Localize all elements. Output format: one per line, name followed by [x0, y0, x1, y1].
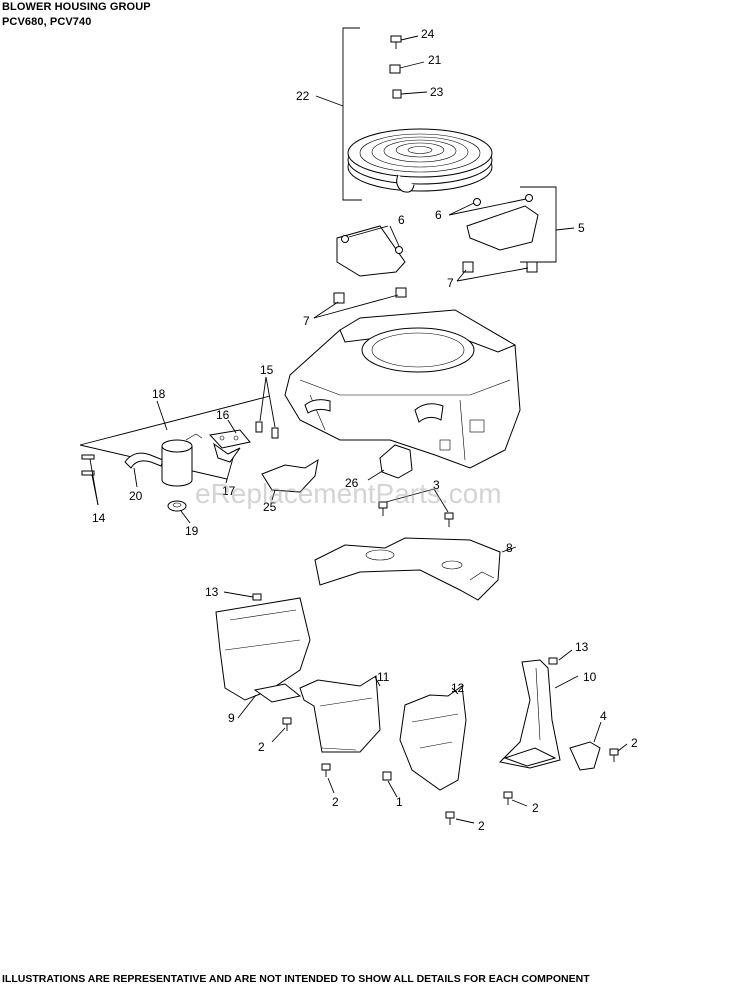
callout-10: 10 — [583, 670, 597, 684]
callout-11: 11 — [377, 670, 390, 684]
clip-7-left-part[interactable] — [333, 287, 407, 304]
callout-3: 3 — [433, 478, 440, 492]
bracket-12-part[interactable] — [399, 685, 467, 791]
screw-13-left-part[interactable] — [252, 593, 262, 601]
group-22-bracket — [342, 27, 362, 201]
callout-14: 14 — [92, 511, 106, 525]
baffle-8-part[interactable] — [314, 537, 501, 601]
callout-6-right: 6 — [435, 208, 442, 222]
callout-8: 8 — [506, 541, 513, 555]
shield-9-part[interactable] — [215, 597, 311, 703]
callout-15: 15 — [260, 363, 274, 377]
cover-plate-left-part[interactable] — [336, 225, 406, 277]
callout-25: 25 — [263, 500, 277, 514]
bracket-25-part[interactable] — [261, 458, 319, 493]
cylinder-part[interactable] — [161, 433, 203, 487]
screw-2-part[interactable] — [282, 717, 619, 825]
callout-19: 19 — [185, 524, 199, 538]
nut-21-part[interactable] — [389, 61, 425, 74]
screw-13-right-part[interactable] — [548, 657, 558, 665]
bracket-11-part[interactable] — [299, 675, 381, 753]
callout-7-left: 7 — [303, 314, 310, 328]
callout-5: 5 — [578, 221, 585, 235]
callout-4: 4 — [600, 709, 607, 723]
clip-4-part[interactable] — [569, 741, 601, 771]
callout-6-left: 6 — [398, 213, 405, 227]
grommet-19-part[interactable] — [167, 500, 187, 512]
plate-16-part[interactable] — [209, 429, 251, 449]
callout-2-b: 2 — [332, 795, 339, 809]
callout-1: 1 — [396, 795, 403, 809]
watermark: eReplacementParts.com — [195, 478, 502, 509]
callout-2-a: 2 — [258, 740, 265, 754]
blower-housing-part[interactable] — [284, 309, 521, 469]
clip-7-right-part[interactable] — [462, 261, 538, 273]
diagram-title: BLOWER HOUSING GROUP — [2, 1, 151, 13]
callout-20: 20 — [129, 489, 143, 503]
callout-23: 23 — [430, 85, 444, 99]
callout-2-d: 2 — [478, 819, 485, 833]
bracket-26-part[interactable] — [379, 444, 413, 479]
callout-13-right: 13 — [575, 640, 589, 654]
callout-24: 24 — [421, 27, 435, 41]
callout-18: 18 — [152, 387, 166, 401]
callout-2-c: 2 — [532, 801, 539, 815]
cover-plate-right-part[interactable] — [466, 194, 539, 251]
disclaimer-footer: ILLUSTRATIONS ARE REPRESENTATIVE AND ARE… — [2, 973, 590, 985]
callout-17: 17 — [222, 484, 236, 498]
screw-24-part[interactable] — [390, 35, 419, 49]
screw-3-part[interactable] — [378, 501, 454, 527]
screw-15-part[interactable] — [255, 421, 279, 439]
diagram-models: PCV680, PCV740 — [2, 16, 92, 28]
clip-17-part[interactable] — [213, 442, 241, 463]
grass-screen-part[interactable] — [347, 128, 493, 193]
callout-12: 12 — [451, 681, 465, 695]
spring-23-part[interactable] — [392, 89, 428, 99]
callout-26: 26 — [345, 476, 359, 490]
callout-22: 22 — [296, 89, 310, 103]
callout-2-e: 2 — [631, 736, 638, 750]
nut-1-part[interactable] — [382, 771, 392, 781]
callout-9: 9 — [228, 711, 235, 725]
pin-14-part[interactable] — [81, 454, 95, 476]
clamp-20-part[interactable] — [124, 452, 164, 469]
bracket-10-part[interactable] — [498, 659, 561, 769]
callout-13-left: 13 — [205, 585, 219, 599]
callout-16: 16 — [216, 408, 230, 422]
callout-21: 21 — [428, 53, 442, 67]
callout-7-right: 7 — [447, 276, 454, 290]
